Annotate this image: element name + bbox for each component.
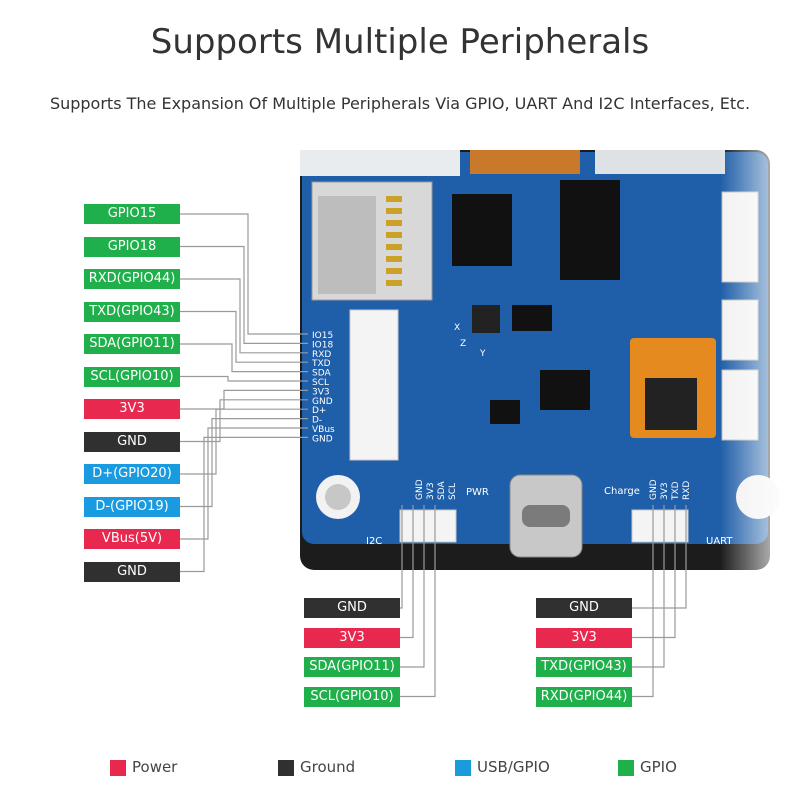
wire-left xyxy=(180,343,308,373)
board-label-pwr: PWR xyxy=(466,487,489,498)
pin-label-left: SCL(GPIO10) xyxy=(84,366,180,387)
pin-label-uart: 3V3 xyxy=(536,627,632,648)
board-pin-label-left: TXD xyxy=(311,359,331,369)
pin-label-left: GND xyxy=(84,431,180,452)
board-pin-label-i2c: SDA xyxy=(437,481,447,500)
legend-label-ground: Ground xyxy=(300,758,356,776)
pin-label-i2c: SDA(GPIO11) xyxy=(304,657,400,677)
board-label-uart: UART xyxy=(706,536,733,547)
legend-label-gpio: GPIO xyxy=(640,758,677,776)
board-label-i2c: I2C xyxy=(366,536,382,547)
board-label-axis-z: Z xyxy=(460,339,466,349)
pin-label-left: D+(GPIO20) xyxy=(84,464,180,484)
wire-i2c xyxy=(400,505,425,668)
board-pin-label-left: GND xyxy=(312,397,333,407)
wire-left xyxy=(180,375,308,382)
processor-chip xyxy=(645,378,697,430)
legend-swatch-gpio xyxy=(618,760,634,776)
board-pin-label-i2c: 3V3 xyxy=(426,482,436,500)
pin-label-left: VBus(5V) xyxy=(84,529,180,549)
pin-label-uart: GND xyxy=(536,598,632,618)
pin-label-left: TXD(GPIO43) xyxy=(84,301,180,322)
right-fade xyxy=(720,140,800,580)
wire-i2c xyxy=(400,505,436,698)
board-pin-label-uart: TXD xyxy=(671,481,681,501)
pin-label-left: GPIO15 xyxy=(84,204,180,224)
board-pin-label-left: VBus xyxy=(312,425,335,435)
legend-swatch-power xyxy=(110,760,126,776)
legend-label-power: Power xyxy=(132,758,178,776)
fpc-header xyxy=(349,309,399,461)
legend-swatch-ground xyxy=(278,760,294,776)
chip-4 xyxy=(512,305,552,331)
page-subtitle: Supports The Expansion Of Multiple Perip… xyxy=(49,94,751,113)
pin-label-i2c: 3V3 xyxy=(304,627,400,648)
board-pin-label-left: D+ xyxy=(312,406,326,416)
board-pin-label-i2c: GND xyxy=(415,479,425,500)
i2c-connector xyxy=(399,509,457,543)
chip-6 xyxy=(490,400,520,424)
wire-i2c xyxy=(400,505,403,609)
fpc-connector-amber xyxy=(470,150,580,174)
chip-1 xyxy=(452,194,512,266)
pin-label-left: RXD(GPIO44) xyxy=(84,269,180,289)
board-pin-label-uart: RXD xyxy=(682,481,692,500)
wire-left xyxy=(180,399,308,443)
board-pin-label-uart: GND xyxy=(649,479,659,500)
pin-label-uart: RXD(GPIO44) xyxy=(536,686,632,707)
pin-label-left: GND xyxy=(84,561,180,582)
board-pin-label-left: GND xyxy=(312,434,333,444)
pin-label-left: D-(GPIO19) xyxy=(84,496,180,517)
board-pin-label-left: IO15 xyxy=(312,331,333,341)
pin-label-left: SDA(GPIO11) xyxy=(84,334,180,354)
pin-label-left: 3V3 xyxy=(84,399,180,419)
board-pin-label-left: IO18 xyxy=(312,340,333,350)
board-pin-label-left: RXD xyxy=(312,350,331,360)
board-pin-label-uart: 3V3 xyxy=(660,482,670,500)
chip-2 xyxy=(560,180,620,280)
board-pin-label-i2c: SCL xyxy=(448,483,458,500)
top-strip xyxy=(300,150,460,176)
pin-label-i2c: GND xyxy=(304,598,400,618)
board-pin-label-left: SCL xyxy=(312,378,329,388)
wire-left xyxy=(180,310,308,363)
board-pin-label-left: 3V3 xyxy=(312,387,330,397)
wire-left xyxy=(180,245,308,344)
wire-left xyxy=(180,436,308,573)
pin-label-i2c: SCL(GPIO10) xyxy=(304,686,400,707)
wire-i2c xyxy=(400,505,414,639)
sd-card-pins xyxy=(386,196,402,286)
fpc-connector-gray xyxy=(595,150,725,174)
wires xyxy=(180,213,687,698)
wire-left xyxy=(180,418,308,508)
wire-left xyxy=(180,213,308,335)
wire-left xyxy=(180,408,308,475)
board-label-axis-y: Y xyxy=(479,349,486,359)
chip-3 xyxy=(472,305,500,333)
wire-left xyxy=(180,427,308,540)
board-pin-label-left: D- xyxy=(312,416,322,426)
wire-uart xyxy=(632,505,654,698)
pin-label-uart: TXD(GPIO43) xyxy=(536,657,632,677)
pin-label-left: GPIO18 xyxy=(84,236,180,257)
wire-uart xyxy=(632,505,687,609)
wire-left xyxy=(180,278,308,354)
chip-5 xyxy=(540,370,590,410)
wire-uart xyxy=(632,505,676,639)
uart-connector xyxy=(631,509,689,543)
board-label-charge: Charge xyxy=(604,486,640,497)
wire-uart xyxy=(632,505,665,668)
board-label-axis-x: X xyxy=(454,323,460,333)
legend-swatch-usb xyxy=(455,760,471,776)
board-pin-label-left: SDA xyxy=(312,369,331,379)
page-title: Supports Multiple Peripherals xyxy=(150,22,650,62)
legend-label-usb: USB/GPIO xyxy=(477,758,550,776)
